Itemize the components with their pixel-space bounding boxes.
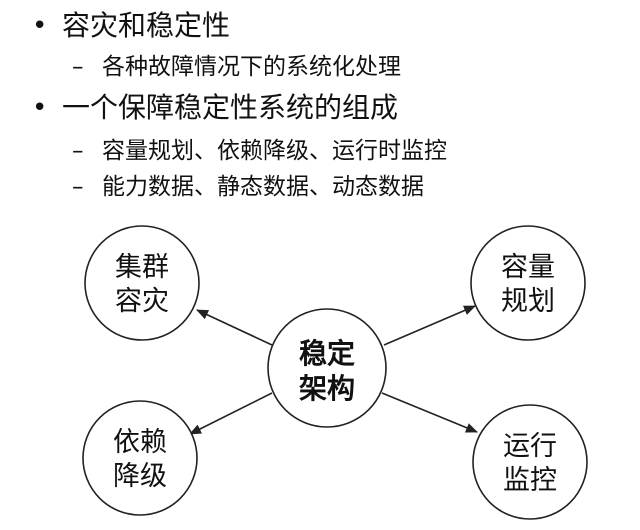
center-node: 稳定 架构 bbox=[267, 308, 387, 428]
bullet-item: • 一个保障稳定性系统的组成 bbox=[32, 91, 399, 125]
node-line2: 规划 bbox=[501, 286, 555, 317]
sub-bullet-item: – 能力数据、静态数据、动态数据 bbox=[72, 173, 424, 201]
arrow-to-top-right bbox=[383, 305, 476, 346]
bullet-list: • 容灾和稳定性 – 各种故障情况下的系统化处理 • 一个保障稳定性系统的组成 … bbox=[0, 0, 640, 215]
arrow-to-bottom-left bbox=[189, 392, 273, 435]
sub-bullet-text: 各种故障情况下的系统化处理 bbox=[102, 54, 401, 80]
bullet-item: • 容灾和稳定性 bbox=[32, 9, 231, 43]
arrow-to-bottom-right bbox=[381, 392, 478, 433]
bullet-marker: • bbox=[32, 11, 48, 41]
sub-bullet-item: – 各种故障情况下的系统化处理 bbox=[72, 53, 401, 81]
node-line1: 容量 bbox=[501, 252, 555, 283]
node-runtime-monitoring: 运行 监控 bbox=[472, 404, 588, 520]
bullet-text: 一个保障稳定性系统的组成 bbox=[62, 91, 399, 124]
node-line1: 集群 bbox=[115, 252, 169, 283]
node-circle bbox=[84, 225, 200, 341]
node-circle bbox=[470, 225, 586, 341]
node-line1: 依赖 bbox=[113, 427, 167, 458]
bullet-marker: • bbox=[32, 93, 48, 123]
sub-bullet-marker: – bbox=[72, 174, 84, 200]
center-node-line2: 架构 bbox=[299, 372, 355, 405]
node-dependency-degradation: 依赖 降级 bbox=[82, 400, 198, 516]
center-node-circle bbox=[267, 308, 387, 428]
sub-bullet-text: 能力数据、静态数据、动态数据 bbox=[102, 174, 424, 200]
sub-bullet-item: – 容量规划、依赖降级、运行时监控 bbox=[72, 137, 447, 165]
center-node-line1: 稳定 bbox=[299, 337, 355, 370]
node-cluster-disaster-recovery: 集群 容灾 bbox=[84, 225, 200, 341]
node-capacity-planning: 容量 规划 bbox=[470, 225, 586, 341]
bullet-text: 容灾和稳定性 bbox=[62, 9, 231, 42]
sub-bullet-marker: – bbox=[72, 54, 84, 80]
node-line2: 降级 bbox=[113, 461, 167, 492]
arrow-to-top-left bbox=[196, 309, 273, 346]
sub-bullet-text: 容量规划、依赖降级、运行时监控 bbox=[102, 138, 447, 164]
node-line2: 监控 bbox=[503, 465, 557, 496]
node-circle bbox=[82, 400, 198, 516]
sub-bullet-marker: – bbox=[72, 138, 84, 164]
node-line2: 容灾 bbox=[115, 286, 169, 317]
node-circle bbox=[472, 404, 588, 520]
node-line1: 运行 bbox=[503, 431, 557, 462]
